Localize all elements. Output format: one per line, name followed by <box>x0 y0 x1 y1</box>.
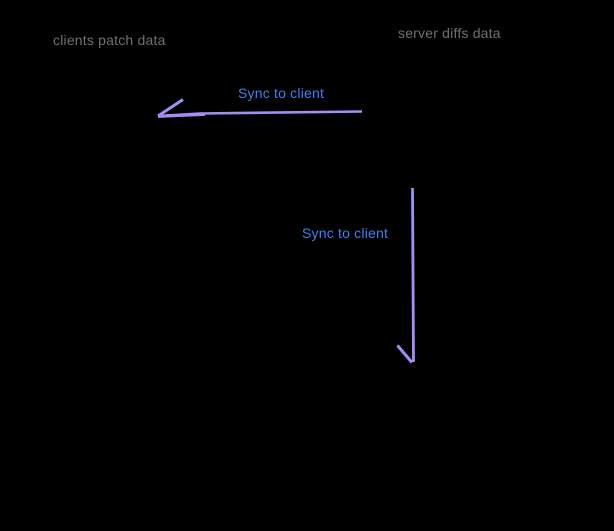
server-diffs-data-label: server diffs data <box>398 25 501 41</box>
arrow-down-shaft <box>411 187 415 363</box>
sync-to-client-label-horizontal: Sync to client <box>238 85 325 101</box>
sync-to-client-label-vertical: Sync to client <box>302 225 389 241</box>
arrow-left-shaft <box>157 110 363 118</box>
sync-to-client-arrow-left-icon <box>157 98 363 118</box>
arrow-left-barb <box>157 98 184 118</box>
clients-patch-data-label: clients patch data <box>53 32 166 48</box>
arrow-down-barb <box>396 344 414 364</box>
arrow-left-overdraw <box>157 112 206 118</box>
sync-to-client-arrow-down-icon <box>396 187 415 364</box>
